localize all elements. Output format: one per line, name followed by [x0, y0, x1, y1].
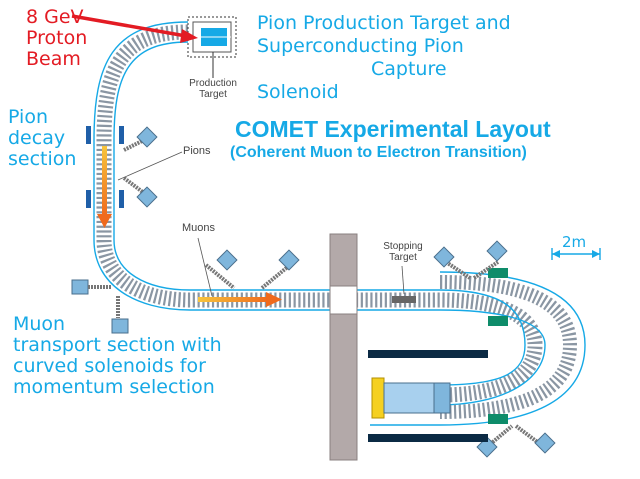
- solenoid-outer-line: [93, 21, 546, 406]
- muon-transport-label: Muon transport section with curved solen…: [13, 313, 222, 398]
- target-solenoid-label: Pion Production Target and Superconducti…: [257, 12, 511, 103]
- pions-pointer: [117, 151, 183, 181]
- pions-beam-arrow: [97, 146, 112, 228]
- muon-magnets: [71, 249, 300, 334]
- muons-beam-arrow: [198, 292, 282, 307]
- diagram-subtitle: (Coherent Muon to Electron Transition): [230, 144, 527, 161]
- spectrometer-magnets: [433, 240, 556, 458]
- muons-pointer: [197, 237, 213, 297]
- detector-section: [368, 350, 488, 442]
- production-target-label: Production Target: [189, 78, 237, 100]
- pion-decay-section-label: Pion decay section: [8, 106, 77, 170]
- proton-beam-label: 8 GeV Proton Beam: [26, 6, 88, 70]
- solenoid-coils: [96, 24, 543, 403]
- stopping-target-label: Stopping Target: [383, 241, 423, 263]
- transport-solenoid: [93, 21, 586, 426]
- spectrometer-coils: [439, 275, 578, 419]
- scale-label: 2m: [562, 233, 587, 251]
- muons-label: Muons: [182, 222, 216, 234]
- solenoid-inner-line: [113, 41, 526, 386]
- wall-opening: [329, 285, 358, 315]
- proton-beam-arrow: [71, 14, 198, 43]
- pion-decay-magnets: [86, 126, 158, 208]
- shielding-wall: [329, 233, 358, 461]
- scale-bar: [551, 248, 601, 260]
- diagram-title: COMET Experimental Layout: [235, 116, 551, 142]
- pions-label: Pions: [183, 145, 211, 157]
- stopping-target: [392, 265, 416, 303]
